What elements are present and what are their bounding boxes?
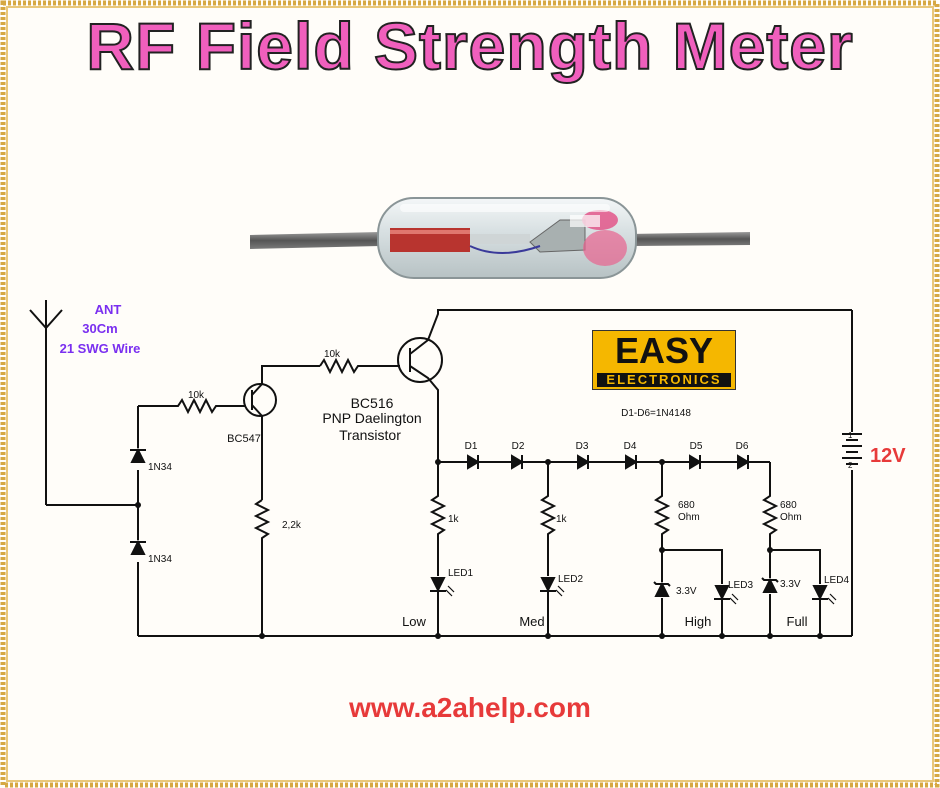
reed-switch-image: [250, 197, 750, 279]
logo-text-bottom: ELECTRONICS: [597, 373, 731, 387]
led-label-3: LED3: [728, 580, 753, 591]
level-label-high: High: [685, 614, 712, 629]
led-label-4: LED4: [824, 575, 849, 586]
led-label-2: LED2: [558, 574, 583, 585]
diode-label-upper: 1N34: [148, 462, 172, 473]
level-label-low: Low: [402, 614, 426, 629]
diode-label-lower: 1N34: [148, 554, 172, 565]
diode-note: D1-D6=1N4148: [621, 408, 691, 419]
antenna-label-line1: ANT: [95, 302, 122, 317]
transistor-label-q2-line1: BC516: [351, 395, 394, 411]
zener-label-full: 3.3V: [780, 579, 801, 590]
transistor-label-q2-line2: PNP Daelington: [322, 410, 421, 426]
page-title: RF Field Strength Meter: [85, 8, 854, 84]
resistor-label-input: 10k: [188, 390, 205, 401]
resistor-label-high-unit: Ohm: [678, 512, 700, 523]
zener-label-high: 3.3V: [676, 586, 697, 597]
level-label-full: Full: [787, 614, 808, 629]
logo-text-top: EASY: [614, 330, 714, 371]
antenna-label-line3: 21 SWG Wire: [60, 341, 141, 356]
resistor-label-base: 10k: [324, 349, 341, 360]
website-url: www.a2ahelp.com: [349, 692, 591, 723]
resistor-label-high-value: 680: [678, 500, 695, 511]
transistor-label-q2-line3: Transistor: [339, 427, 401, 443]
diode-label-d1: D1: [465, 441, 478, 452]
battery-pin-1: 1: [848, 431, 853, 440]
diode-label-d4: D4: [624, 441, 637, 452]
antenna-label-line2: 30Cm: [82, 321, 117, 336]
circuit-schematic: ANT 30Cm 21 SWG Wire 10k BC547 2,2k 10k …: [29, 300, 906, 639]
diode-label-d2: D2: [512, 441, 525, 452]
transistor-label-q1: BC547: [227, 433, 261, 445]
diode-label-d3: D3: [576, 441, 589, 452]
resistor-label-med: 1k: [556, 514, 568, 525]
resistor-label-low: 1k: [448, 514, 460, 525]
diode-label-d6: D6: [736, 441, 749, 452]
battery-pin-2: 2: [848, 461, 853, 470]
level-label-med: Med: [519, 614, 544, 629]
resistor-label-full-unit: Ohm: [780, 512, 802, 523]
led-label-1: LED1: [448, 568, 473, 579]
resistor-label-full-value: 680: [780, 500, 797, 511]
resistor-label-emitter: 2,2k: [282, 520, 302, 531]
diode-label-d5: D5: [690, 441, 703, 452]
battery-voltage-label: 12V: [870, 445, 906, 467]
easy-electronics-logo: EASY ELECTRONICS: [592, 330, 736, 390]
